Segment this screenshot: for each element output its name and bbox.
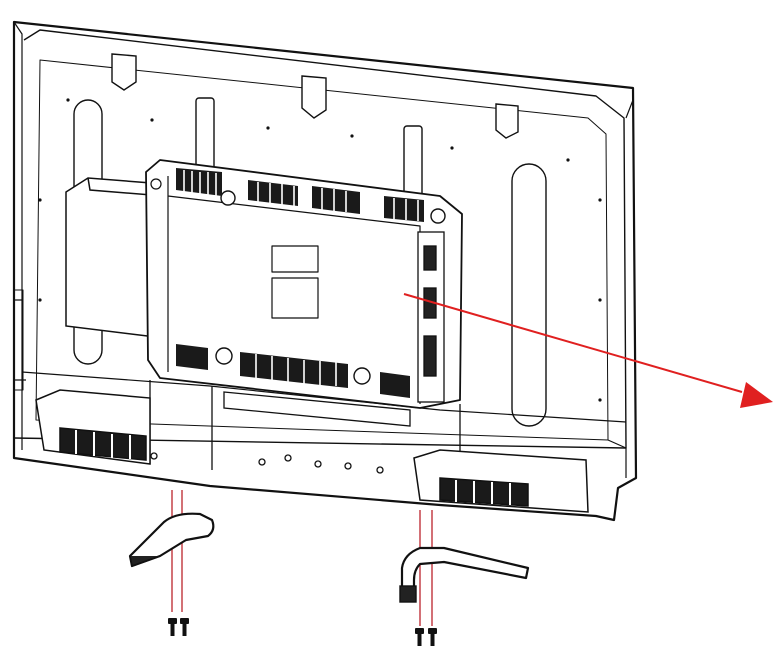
tv-bottom-ledge (21, 371, 627, 423)
vent-bottom-2 (240, 352, 348, 388)
guide-lines (171, 490, 433, 626)
top-clip-3 (495, 103, 519, 139)
boss-4 (353, 367, 371, 385)
screw-left-1 (168, 618, 177, 636)
boss-1 (220, 190, 236, 206)
screw-right-2 (428, 628, 437, 646)
tv-right-bezel (607, 99, 634, 478)
connector-panel (417, 231, 445, 403)
vent-slats (183, 170, 419, 386)
frame-dots (38, 98, 602, 402)
stand-pocket-right (413, 449, 589, 513)
stand-pocket-left (35, 389, 151, 465)
top-clips (111, 53, 519, 139)
right-slot (511, 163, 547, 427)
vent-bottom-3 (380, 372, 410, 398)
label-plate-1 (271, 245, 319, 273)
screw-right-1 (415, 628, 424, 646)
arrow-right-icon (403, 293, 773, 408)
screw-left-2 (180, 618, 189, 636)
boss-3 (215, 347, 233, 365)
label-plate-2 (271, 277, 319, 319)
stand-leg-left (128, 512, 215, 568)
tv-left-edge (13, 21, 26, 450)
electronics-cover (145, 159, 463, 409)
boss-5 (150, 178, 162, 190)
mount-slots (73, 97, 547, 427)
diagram-caption (230, 632, 490, 646)
screw-icon (168, 618, 437, 646)
vent-top-3 (312, 186, 360, 214)
vent-top-2 (248, 180, 298, 206)
tv-outer-frame (12, 20, 638, 522)
stand-leg-right (399, 546, 530, 603)
vent-top-1 (176, 168, 222, 196)
boss-2 (430, 208, 446, 224)
top-clip-2 (301, 75, 327, 119)
vent-bottom-1 (176, 344, 208, 370)
side-port-strip (13, 289, 24, 391)
stand-leg-icon (128, 512, 215, 568)
tv-back-shell (13, 29, 627, 449)
top-clip-1 (111, 53, 137, 91)
vent-grilles (176, 168, 424, 398)
